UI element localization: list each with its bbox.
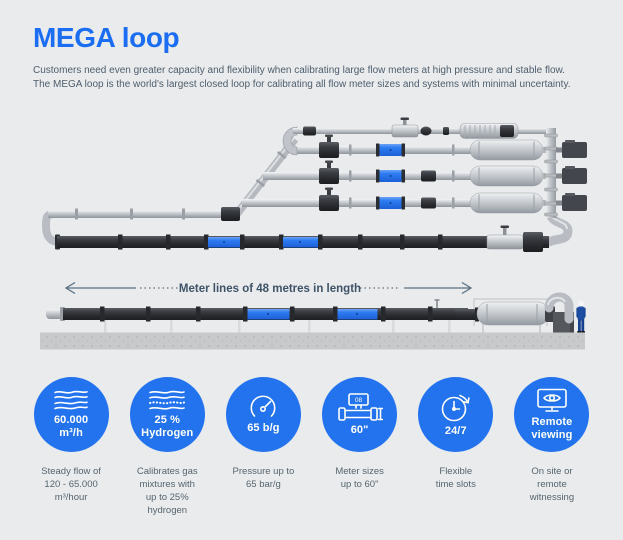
clock-icon [441,394,470,421]
top-return-pipe [293,117,546,139]
loop-3d-illustration [0,114,623,262]
feature-value: 60.000 [53,414,89,426]
remote-monitor-icon [537,388,567,412]
hydrogen-badge: 25 % Hydrogen [129,377,205,452]
vessel-1 [469,139,548,161]
time-slots-badge: 24/7 [418,377,494,452]
flow-meter-blue-3 [376,196,405,210]
meter-line-3 [242,197,472,209]
feature-hydrogen: 25 % Hydrogen Calibrates gas mixtures wi… [119,377,215,517]
downcomer-pipe [544,209,573,247]
vessel-2 [469,165,548,187]
feature-value: Hydrogen [141,427,194,439]
page-title: MEGA loop [33,22,180,53]
feature-value: 25 % [154,414,180,426]
pipe-supports [104,320,451,333]
flow-meter-blue-1 [376,143,405,157]
feature-time-slots: 24/7 Flexible time slots [408,377,504,517]
feature-list: 60.000 m³/h Steady flow of 120 - 65.000 … [0,377,623,517]
flow-waves-icon [54,390,88,410]
feature-caption: Calibrates gas mixtures with up to 25% h… [136,466,198,516]
header-pipe [544,128,558,218]
meter-line-2 [263,170,472,182]
technician-figure [576,300,586,333]
length-label: Meter lines of 48 metres in length [179,283,361,295]
side-view-svg: Meter lines of 48 metres in length [40,281,586,350]
remote-viewing-badge: Remote viewing [514,377,590,452]
valve-assembly-1 [319,134,339,158]
feature-caption: Flexible time slots [435,466,476,490]
feature-value: Remote [531,415,573,428]
feature-value: 60" [350,423,369,436]
feature-remote-viewing: Remote viewing On site or remote witness… [504,377,600,517]
feature-meter-size: 08 60" Meter sizes up to 60" [312,377,408,517]
feature-caption: On site or remote witnessing [529,466,575,503]
feature-caption: Meter sizes up to 60" [335,466,384,490]
meter-size-badge: 08 60" [322,377,398,452]
length-arrow [64,281,473,295]
separator-unit [455,292,574,334]
main-loop-pipe [55,225,549,252]
valve-assembly-2 [319,160,339,184]
flow-meter-icon: 08 [337,392,383,421]
concrete-pad [40,332,585,350]
steady-flow-badge: 60.000 m³/h [33,377,109,452]
pressure-badge: 65 b/g [225,377,301,452]
feature-steady-flow: 60.000 m³/h Steady flow of 120 - 65.000 … [23,377,119,517]
flow-meter-blue-2 [376,169,405,183]
vessel-3 [469,192,548,214]
feature-value: 24/7 [444,424,467,437]
loop-3d-svg [41,117,587,252]
valve-assembly-3 [319,187,339,211]
feature-caption: Steady flow of 120 - 65.000 m³/hour [41,466,101,503]
feature-value: viewing [531,428,573,441]
meter-display-digits: 08 [354,397,362,404]
left-return-pipe [41,207,240,246]
feature-value: m³/h [59,427,83,439]
actuator-2 [556,166,587,184]
actuator-3 [556,193,587,211]
feature-caption: Pressure up to 65 bar/g [232,466,295,490]
hydrogen-waves-icon [149,390,186,410]
pressure-gauge-icon [250,394,276,417]
feature-value: 65 b/g [247,421,280,434]
intro-text: Customers need even greater capacity and… [33,65,571,90]
actuator-1 [556,140,587,158]
side-pipe [46,299,468,322]
side-view-illustration: Meter lines of 48 metres in length [0,262,623,357]
feature-pressure: 65 b/g Pressure up to 65 bar/g [215,377,311,517]
